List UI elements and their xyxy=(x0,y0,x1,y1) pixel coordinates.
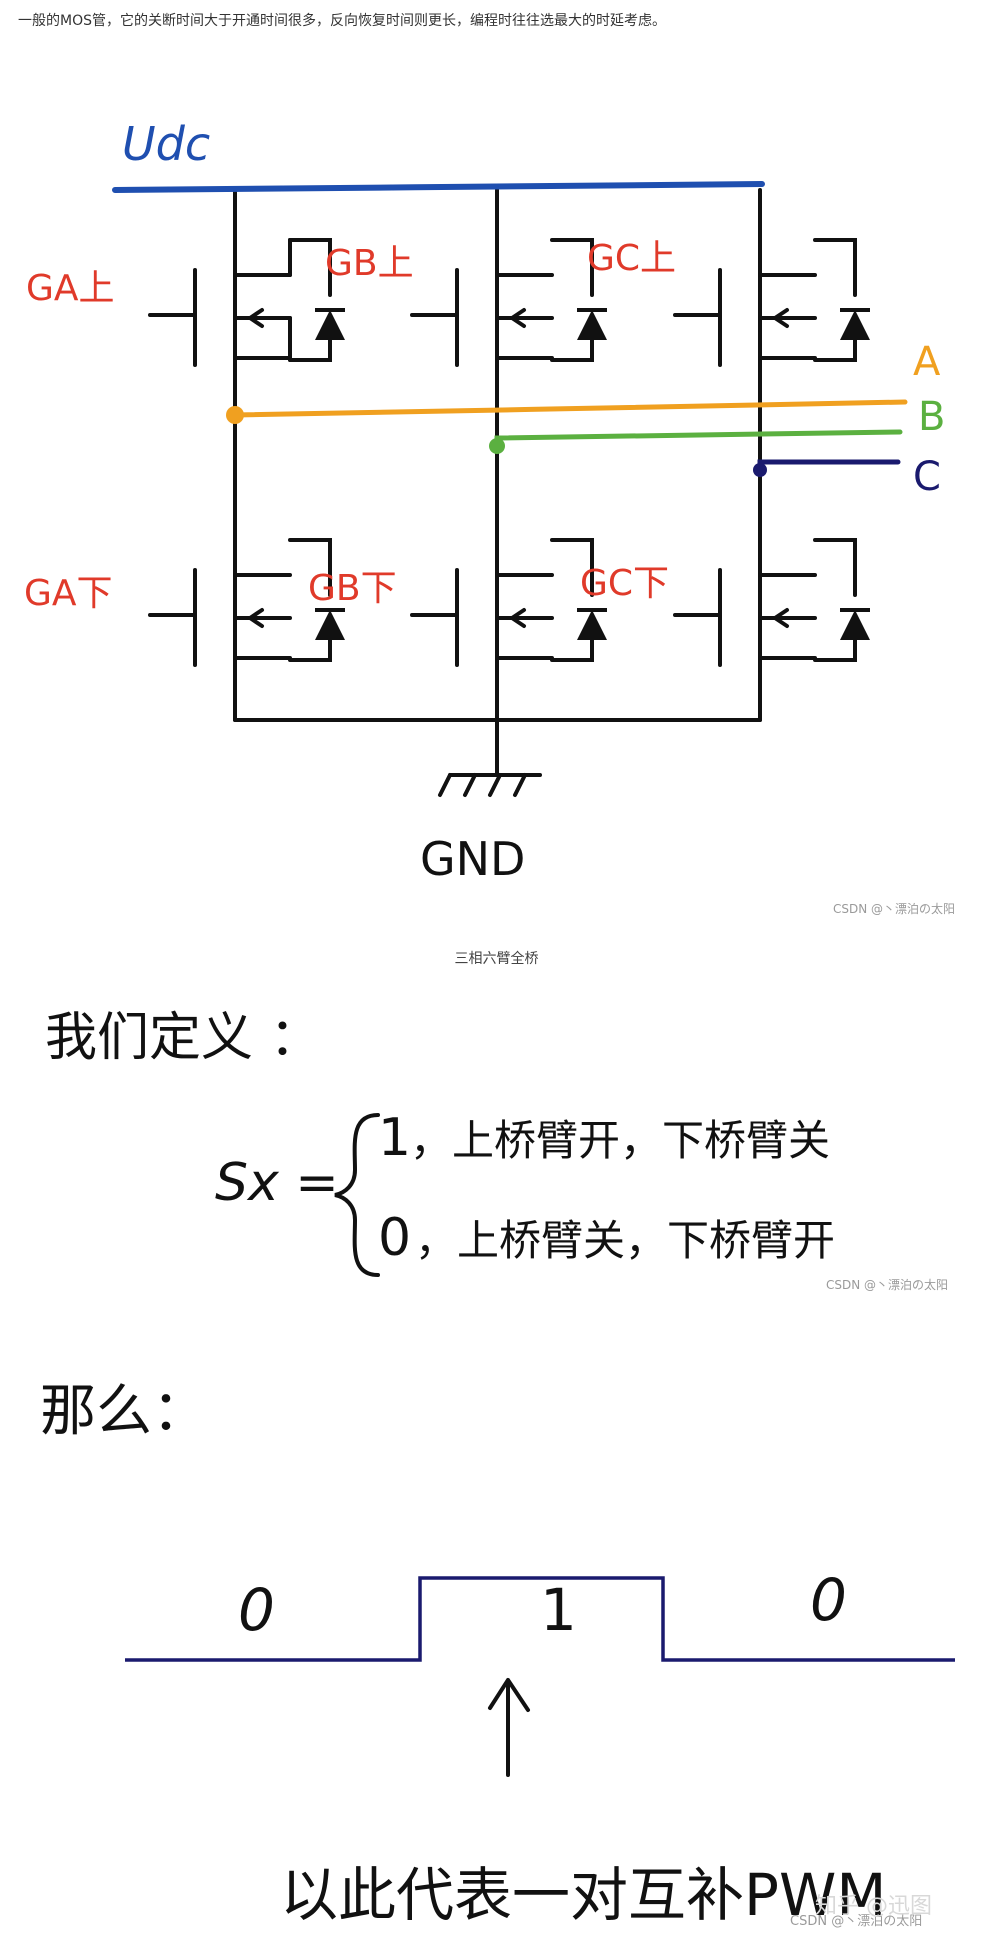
switch-state-definition: 我们定义 ： Sx = 1 ，上桥臂开，下桥臂关 0 ，上桥臂关，下桥臂开 xyxy=(45,1008,835,1277)
definition-heading: 我们定义 ： xyxy=(45,1008,322,1068)
udc-bus-line xyxy=(112,181,765,193)
gate-label-a-upper: GA上 xyxy=(26,268,115,309)
sx-symbol: Sx = xyxy=(215,1153,339,1213)
mosfet-a-upper xyxy=(148,238,345,372)
pwm-diagram: 那么： 0 1 0 以此代表一对互补PWM xyxy=(40,1379,955,1929)
figure3-watermark: CSDN @丶漂泊の太阳 xyxy=(790,1914,923,1929)
case0-value: 0 xyxy=(378,1208,411,1268)
case1-text: ，上桥臂开，下桥臂关 xyxy=(410,1116,830,1165)
udc-label: Udc xyxy=(122,117,210,171)
gate-label-c-upper: GC上 xyxy=(587,238,676,279)
up-arrow xyxy=(488,1678,530,1777)
gate-label-a-lower: GA下 xyxy=(24,573,113,614)
gate-label-c-lower: GC下 xyxy=(580,563,669,604)
figure1-watermark: CSDN @丶漂泊の太阳 xyxy=(833,902,956,916)
pwm-note: 以此代表一对互补PWM xyxy=(280,1861,886,1929)
figure-caption: 三相六臂全桥 xyxy=(454,951,539,967)
pwm-waveform xyxy=(125,1576,955,1662)
mosfet-a-lower xyxy=(148,538,345,672)
then-heading: 那么： xyxy=(40,1379,208,1444)
phase-c-line xyxy=(757,459,901,473)
gate-label-b-lower: GB下 xyxy=(308,568,397,609)
intro-paragraph: 一般的MOS管，它的关断时间大于开通时间很多，反向恢复时间则更长，编程时往往选最… xyxy=(18,13,666,29)
phase-b-label: B xyxy=(918,394,945,440)
three-phase-bridge-diagram: Udc A B C GA上 GB上 GC上 GA下 GB下 GC下 GND xyxy=(24,117,945,886)
phase-c-label: C xyxy=(913,454,941,500)
mosfet-c-lower xyxy=(673,538,870,672)
gate-label-b-upper: GB上 xyxy=(325,243,414,284)
mosfet-c-upper xyxy=(673,238,870,372)
mosfet-b-upper xyxy=(410,238,607,372)
phase-a-label: A xyxy=(913,339,941,385)
level-label-2: 1 xyxy=(540,1576,577,1644)
figure2-watermark: CSDN @丶漂泊の太阳 xyxy=(826,1278,949,1292)
brace xyxy=(334,1113,380,1277)
case1-value: 1 xyxy=(378,1108,411,1168)
phase-b-line xyxy=(494,429,903,449)
phase-a-line xyxy=(232,399,908,418)
zhihu-watermark: 知乎 @迅图 xyxy=(815,1894,932,1919)
level-label-1: 0 xyxy=(238,1576,275,1644)
case0-text: ，上桥臂关，下桥臂开 xyxy=(415,1216,835,1265)
mosfet-b-lower xyxy=(410,538,607,672)
gnd-label: GND xyxy=(420,832,525,886)
level-label-3: 0 xyxy=(810,1566,847,1634)
